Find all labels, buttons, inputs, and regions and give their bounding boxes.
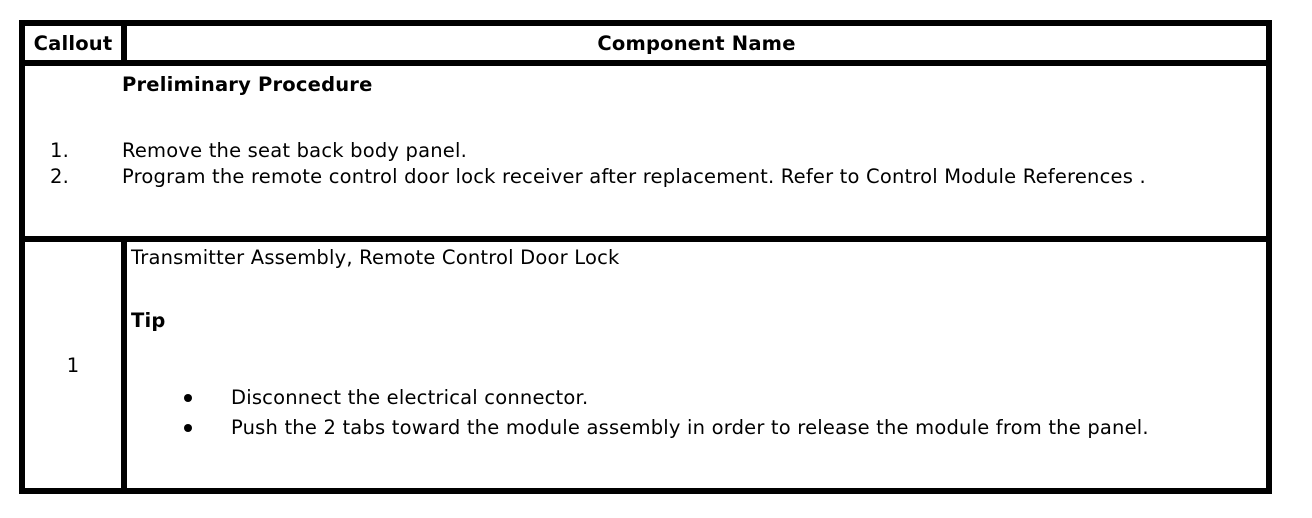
list-item-number: 1. bbox=[50, 139, 69, 162]
table-header-row: Callout Component Name bbox=[19, 20, 1272, 66]
preliminary-procedure-cell: Preliminary Procedure 1. Remove the seat… bbox=[19, 60, 1272, 242]
component-row: 1 Transmitter Assembly, Remote Control D… bbox=[19, 236, 1272, 494]
list-item: Push the 2 tabs toward the module assemb… bbox=[127, 413, 1266, 443]
list-item: Disconnect the electrical connector. bbox=[127, 383, 1266, 413]
list-item-number: 2. bbox=[50, 165, 69, 188]
preliminary-steps-list: 1. Remove the seat back body panel. 2. P… bbox=[25, 138, 1266, 190]
callout-column-header: Callout bbox=[19, 20, 127, 66]
tip-label: Tip bbox=[131, 309, 166, 332]
bullet-icon bbox=[184, 394, 192, 402]
preliminary-procedure-row: Preliminary Procedure 1. Remove the seat… bbox=[19, 60, 1272, 242]
list-item: 1. Remove the seat back body panel. bbox=[25, 138, 1266, 164]
component-table: Callout Component Name Preliminary Proce… bbox=[19, 20, 1272, 494]
component-name: Transmitter Assembly, Remote Control Doo… bbox=[131, 246, 620, 269]
component-description-cell: Transmitter Assembly, Remote Control Doo… bbox=[121, 236, 1272, 494]
preliminary-procedure-title: Preliminary Procedure bbox=[122, 73, 373, 96]
list-item-text: Remove the seat back body panel. bbox=[122, 139, 467, 162]
callout-number-cell: 1 bbox=[19, 236, 127, 494]
list-item: 2. Program the remote control door lock … bbox=[25, 164, 1266, 190]
list-item-text: Program the remote control door lock rec… bbox=[122, 165, 1146, 188]
bullet-icon bbox=[184, 424, 192, 432]
tip-bullet-list: Disconnect the electrical connector. Pus… bbox=[127, 383, 1266, 443]
list-item-text: Push the 2 tabs toward the module assemb… bbox=[231, 416, 1149, 439]
component-name-column-header: Component Name bbox=[121, 20, 1272, 66]
list-item-text: Disconnect the electrical connector. bbox=[231, 386, 589, 409]
